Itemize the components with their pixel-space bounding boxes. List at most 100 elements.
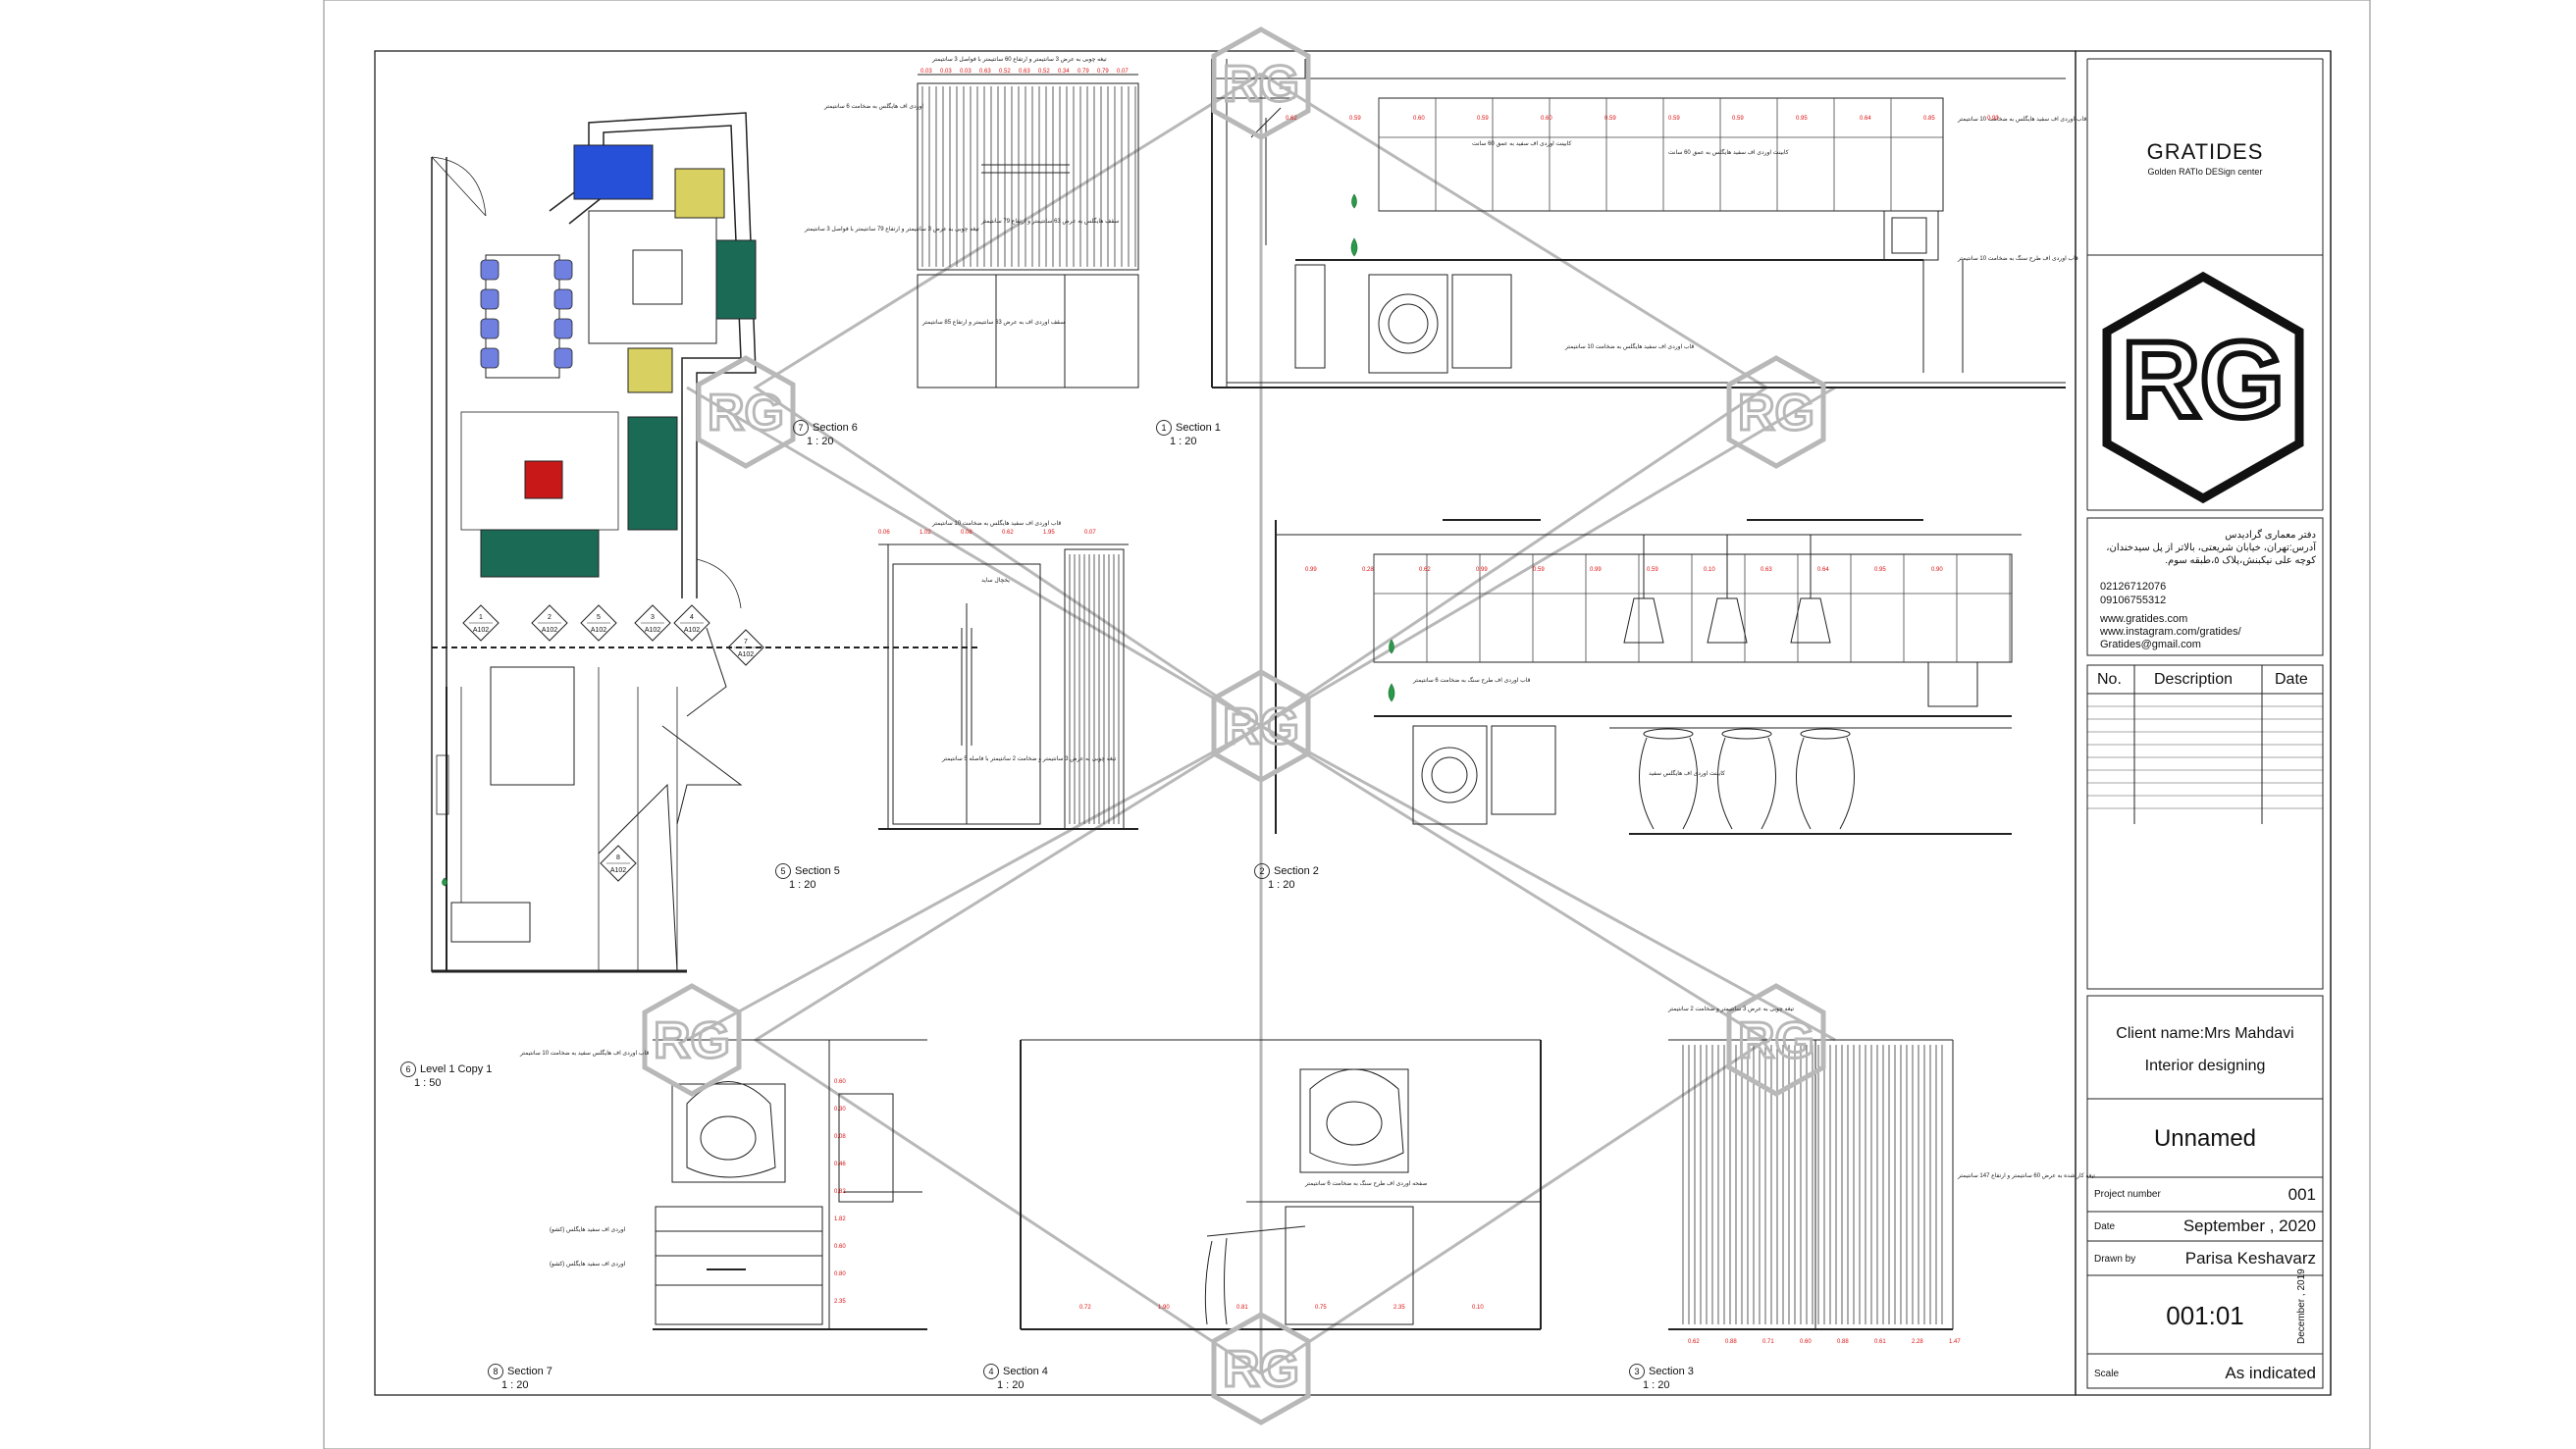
dimension-label: 0.06 xyxy=(878,530,890,536)
dimension-label: 0.62 xyxy=(1002,530,1014,536)
scale-value: As indicated xyxy=(2225,1364,2316,1382)
note-s6-mid: سقف هایگلس به عرض 63 سانتیمتر و ارتفاع 7… xyxy=(981,219,1120,225)
dimension-label: 0.08 xyxy=(834,1134,846,1140)
dimension-label: 0.62 xyxy=(1286,116,1297,122)
floor-plan xyxy=(431,112,981,973)
company-subtitle: Golden RATIo DESign center xyxy=(2147,167,2263,177)
dimension-label: 0.10 xyxy=(1704,567,1715,573)
note-s1-c: قاب اوردی اف سفید هایگلس به ضخامت 10 سان… xyxy=(1958,117,2087,123)
dimension-label: 0.90 xyxy=(1931,567,1943,573)
dimension-label: 0.46 xyxy=(834,1162,846,1167)
dimension-label: 0.62 xyxy=(1688,1339,1700,1345)
svg-text:3: 3 xyxy=(651,614,655,621)
dimension-label: 0.75 xyxy=(1315,1305,1327,1311)
dimension-label: 0.52 xyxy=(999,69,1011,75)
phone-2: 09106755312 xyxy=(2100,595,2167,606)
address-line-3: کوچه علی نیکبنش،پلاک ٥،طبقه سوم. xyxy=(2165,555,2316,566)
armchair-yellow-2 xyxy=(627,347,673,393)
dimension-label: 0.72 xyxy=(1079,1305,1091,1311)
view-number: 3 xyxy=(1629,1364,1645,1379)
dimension-label: 0.03 xyxy=(940,69,952,75)
section-2-elevation xyxy=(1275,519,2022,835)
dimension-label: 1.90 xyxy=(1158,1305,1170,1311)
dimension-label: 1.02 xyxy=(920,530,931,536)
project-number-label: Project number xyxy=(2094,1189,2161,1200)
svg-text:A102: A102 xyxy=(610,867,626,874)
dimension-label: 0.03 xyxy=(920,69,932,75)
view-name: Section 6 xyxy=(813,422,858,434)
note-s5-b: یخچال ساید xyxy=(981,578,1010,584)
svg-text:A102: A102 xyxy=(542,627,557,634)
dimension-label: 0.80 xyxy=(834,1271,846,1277)
plants xyxy=(442,193,1395,887)
rug-red xyxy=(524,460,563,499)
dimension-label: 0.07 xyxy=(1084,530,1096,536)
dimension-label: 0.99 xyxy=(1590,567,1602,573)
view-name: Section 5 xyxy=(795,865,840,877)
sheet-number: 001:01 xyxy=(2166,1301,2244,1330)
scale-label: Scale xyxy=(2094,1369,2120,1379)
dimension-label: 0.95 xyxy=(1796,116,1808,122)
section-6-elevation xyxy=(917,74,1139,388)
view-name: Level 1 Copy 1 xyxy=(420,1063,493,1075)
view-scale: 1 : 20 xyxy=(1170,436,1197,447)
svg-text:RG: RG xyxy=(1738,1012,1814,1069)
phone-1: 02126712076 xyxy=(2100,581,2167,593)
note-s2-b: قاب اوردی اف طرح سنگ به ضخامت 6 سانتیمتر xyxy=(1413,678,1531,684)
section-1-elevation xyxy=(1211,59,2066,388)
section-4-elevation xyxy=(1020,1039,1542,1330)
dimension-label: 0.59 xyxy=(1647,567,1658,573)
dimension-label: 0.07 xyxy=(1117,69,1129,75)
svg-text:RG: RG xyxy=(2123,320,2285,440)
dimension-label: 2.35 xyxy=(834,1299,846,1305)
dimension-label: 0.81 xyxy=(1236,1305,1248,1311)
view-number: 6 xyxy=(400,1061,416,1077)
rug-green xyxy=(627,416,678,531)
note-s1-e: قاب اوردی اف سفید هایگلس به ضخامت 10 سان… xyxy=(1565,344,1695,350)
dimension-label: 0.03 xyxy=(960,69,972,75)
view-scale: 1 : 20 xyxy=(1268,879,1295,891)
view-scale: 1 : 20 xyxy=(807,436,834,447)
dimension-label: 1.95 xyxy=(1043,530,1055,536)
view-number: 1 xyxy=(1156,420,1172,436)
svg-text:RG: RG xyxy=(1223,56,1299,113)
note-s6-top: تیغه چوبی به عرض 3 سانتیمتر و ارتفاع 60 … xyxy=(932,57,1107,63)
dimension-label: 0.61 xyxy=(1874,1339,1886,1345)
dimension-label: 0.60 xyxy=(834,1244,846,1250)
svg-text:1: 1 xyxy=(479,614,483,621)
view-name: Section 1 xyxy=(1176,422,1221,434)
view-number: 4 xyxy=(983,1364,999,1379)
note-s3-b: تیغه کار شده به عرض 60 سانتیمتر و ارتفاع… xyxy=(1958,1173,2095,1179)
dimension-label: 0.60 xyxy=(834,1079,846,1085)
sheet-name: Unnamed xyxy=(2153,1125,2257,1152)
view-number: 8 xyxy=(488,1364,503,1379)
view-number: 7 xyxy=(793,420,809,436)
rev-header-date: Date xyxy=(2275,671,2308,688)
note-s7-c: اوردی اف سفید هایگلس (کشو) xyxy=(550,1262,626,1268)
dimension-label: 0.95 xyxy=(1874,567,1886,573)
dimension-label: 1.47 xyxy=(1949,1339,1961,1345)
svg-text:8: 8 xyxy=(616,854,620,861)
svg-text:5: 5 xyxy=(597,614,601,621)
dimension-label: 0.60 xyxy=(1541,116,1552,122)
paper-border xyxy=(323,0,2371,1449)
note-s7-b: اوردی اف سفید هایگلس (کشو) xyxy=(550,1227,626,1233)
side-date: December , 2019 xyxy=(2296,1268,2307,1344)
dimension-label: 0.08 xyxy=(961,530,973,536)
view-scale: 1 : 20 xyxy=(997,1379,1025,1391)
svg-text:RG: RG xyxy=(1738,385,1814,441)
project-number-value: 001 xyxy=(2287,1185,2316,1204)
view-scale: 1 : 20 xyxy=(501,1379,529,1391)
dimension-label: 0.63 xyxy=(1761,567,1772,573)
svg-text:7: 7 xyxy=(744,639,748,646)
dimension-label: 0.60 xyxy=(1800,1339,1812,1345)
dimension-label: 0.59 xyxy=(1349,116,1361,122)
drawn-by-label: Drawn by xyxy=(2094,1254,2136,1265)
dimension-label: 0.63 xyxy=(1019,69,1030,75)
